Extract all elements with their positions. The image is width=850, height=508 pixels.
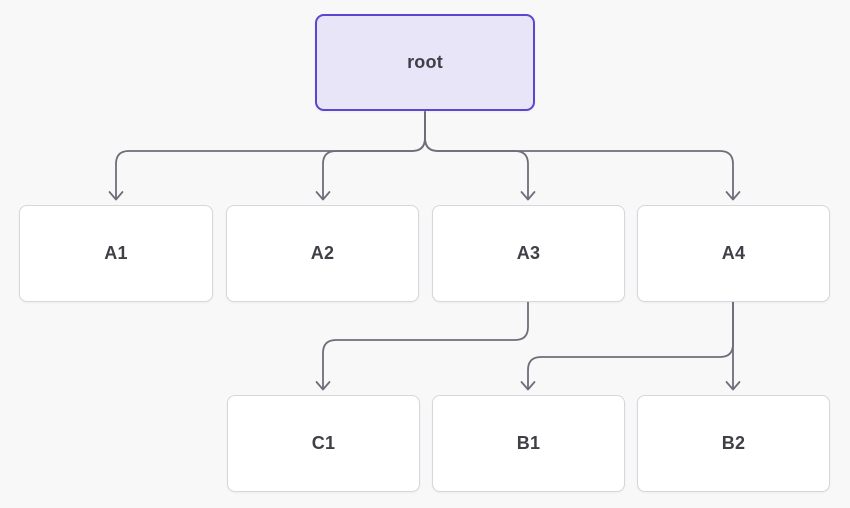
arrowhead-b2-icon (725, 381, 741, 391)
node-c1-label: C1 (311, 433, 336, 453)
arrowhead-a2-icon (315, 191, 331, 201)
node-a3[interactable]: A3 (432, 205, 625, 302)
node-root-label: root (407, 52, 443, 72)
arrowhead-b1-icon (520, 381, 536, 391)
arrowhead-a3-icon (520, 191, 536, 201)
node-root[interactable]: root (315, 14, 535, 111)
node-a4-label: A4 (721, 243, 746, 263)
node-b2[interactable]: B2 (637, 395, 830, 492)
edge-a3-c1 (322, 301, 529, 389)
node-a3-label: A3 (516, 243, 541, 263)
node-a2-label: A2 (310, 243, 335, 263)
node-b1[interactable]: B1 (432, 395, 625, 492)
node-b2-label: B2 (721, 433, 746, 453)
edge-root-a3 (424, 111, 529, 199)
node-a1-label: A1 (104, 243, 128, 263)
edge-root-a1 (115, 111, 426, 199)
node-c1[interactable]: C1 (227, 395, 420, 492)
node-a1[interactable]: A1 (19, 205, 213, 302)
arrowhead-a4-icon (725, 191, 741, 201)
arrowhead-a1-icon (108, 191, 124, 201)
node-b1-label: B1 (516, 433, 541, 453)
edge-root-a4 (424, 111, 734, 199)
node-a2[interactable]: A2 (226, 205, 419, 302)
edge-root-a2 (322, 111, 426, 199)
node-a4[interactable]: A4 (637, 205, 830, 302)
arrowhead-c1-icon (315, 381, 331, 391)
edge-a4-b1 (527, 301, 734, 389)
